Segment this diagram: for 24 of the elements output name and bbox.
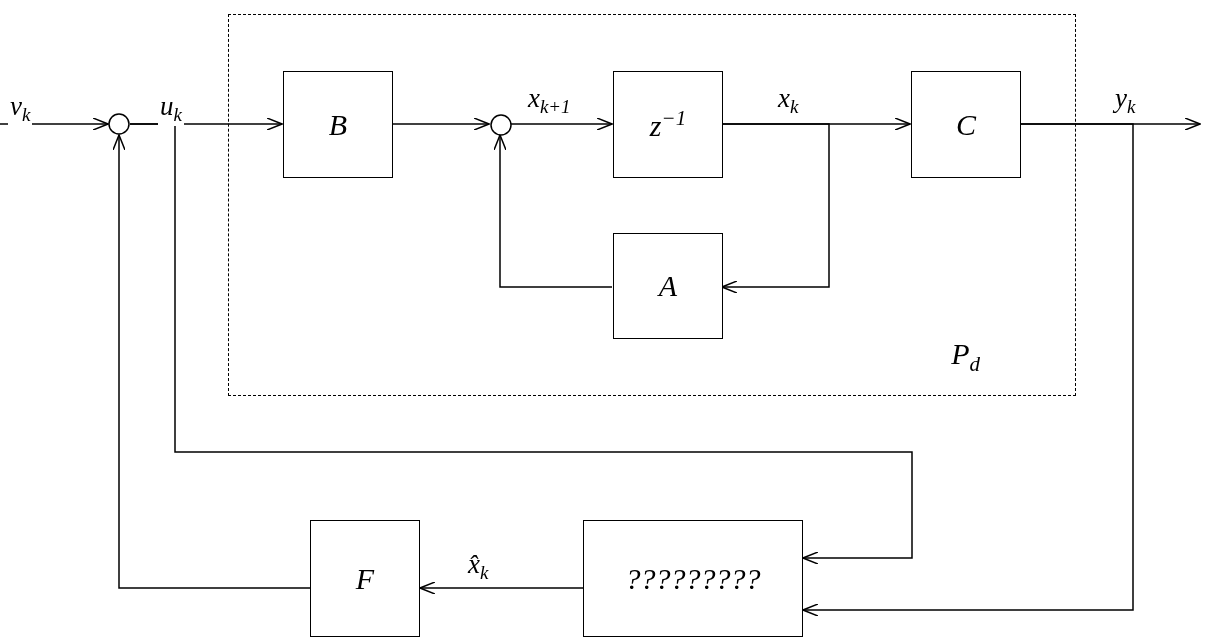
block-label: C	[956, 107, 976, 142]
block-label: z$^{−1}$	[649, 106, 687, 143]
arrow	[721, 123, 830, 294]
arrow	[493, 134, 613, 288]
arrow	[419, 581, 584, 595]
block-box	[911, 71, 1021, 178]
arrow	[391, 117, 490, 131]
block-label: F	[355, 561, 375, 596]
arrow	[510, 117, 613, 131]
summing-junction-circle	[108, 113, 130, 135]
summing-junction-circle	[490, 114, 512, 136]
block-box	[283, 71, 393, 178]
group-title: P$_{d}$	[951, 337, 980, 377]
block-box	[613, 71, 723, 178]
block-label: ?????????	[625, 561, 761, 596]
block-label: B	[328, 107, 348, 142]
block-label: A	[658, 269, 678, 303]
dashed-group-box	[228, 14, 1076, 396]
block-box	[583, 520, 803, 637]
block-box	[310, 520, 420, 637]
arrow	[802, 123, 1134, 617]
arrow	[129, 123, 913, 565]
block-box	[613, 233, 723, 339]
arrow	[112, 134, 311, 589]
